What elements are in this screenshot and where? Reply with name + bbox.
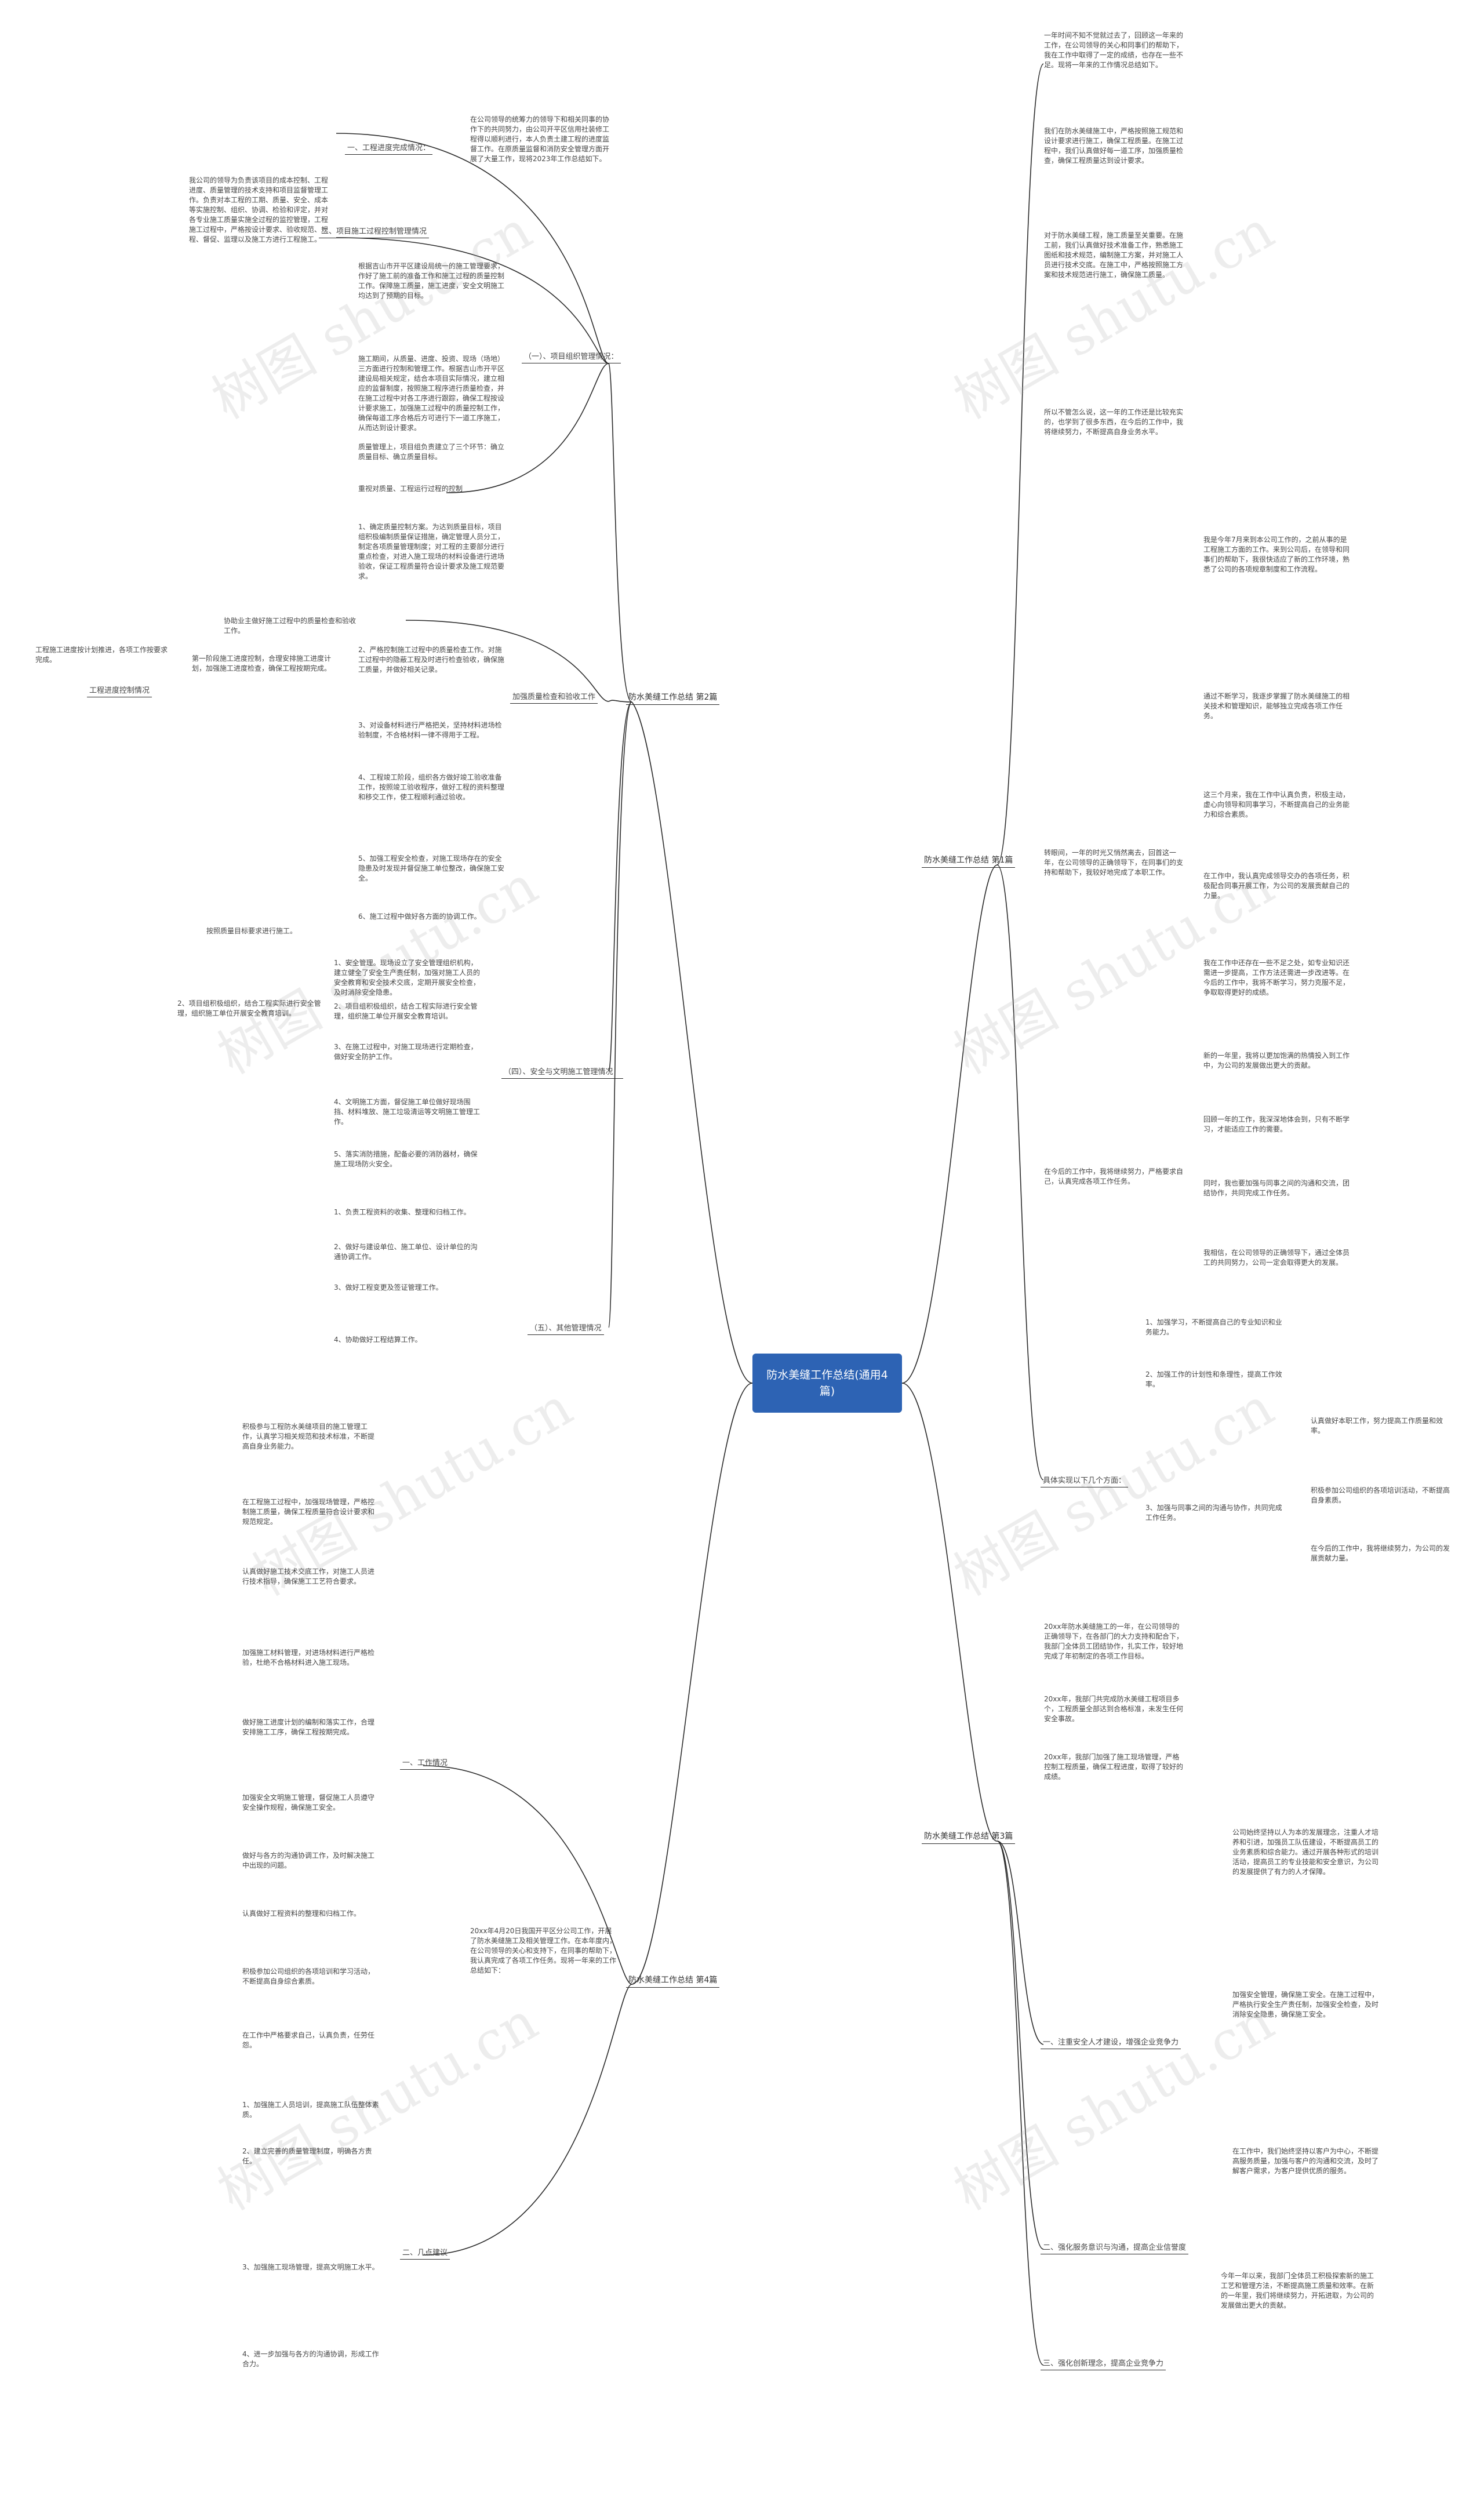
- plan-extra-3: 在今后的工作中，我将继续努力，为公司的发展贡献力量。: [1311, 1544, 1450, 1562]
- work-item-4: 加强施工材料管理，对进场材料进行严格检验，杜绝不合格材料进入施工现场。: [242, 1649, 375, 1667]
- branch-1-note-9: 转眼间，一年的时光又悄然离去，回首这一年，在公司领导的正确领导下，在同事们的支持…: [1044, 849, 1184, 876]
- work-item-1: 积极参与工程防水美缝项目的施工管理工作，认真学习相关规范和技术标准，不断提高自身…: [242, 1423, 375, 1450]
- branch-4-intro: 20xx年4月20日我国开平区分公司工作，开展了防水美缝施工及相关管理工作。在本…: [470, 1927, 617, 1974]
- safety-item-4: 4、文明施工方面，督促施工单位做好现场围挡、材料堆放、施工垃圾清运等文明施工管理…: [334, 1098, 481, 1126]
- branch-3-note-3: 20xx年，我部门加强了施工现场管理，严格控制工程质量，确保工程进度，取得了较好…: [1044, 1753, 1184, 1781]
- suggestion-item-2: 2、建立完善的质量管理制度，明确各方责任。: [242, 2147, 372, 2165]
- innovation-text: 今年一年以来，我部门全体员工积极探索新的施工工艺和管理方法，不断提高施工质量和效…: [1221, 2272, 1374, 2309]
- schedule-text: 第一阶段施工进度控制，合理安排施工进度计划，加强施工进度检查，确保工程按期完成。: [192, 654, 332, 672]
- root-node[interactable]: 防水美缝工作总结(通用4篇): [752, 1354, 902, 1413]
- branch-1-note-3: 对于防水美缝工程，施工质量至关重要。在施工前，我们认真做好技术准备工作，熟悉施工…: [1044, 231, 1184, 279]
- plan-item-2: 2、加强工作的计划性和条理性，提高工作效率。: [1145, 1370, 1282, 1388]
- branch-3-label[interactable]: 防水美缝工作总结 第3篇: [922, 1830, 1016, 1844]
- plan-extra-2: 积极参加公司组织的各项培训活动，不断提高自身素质。: [1311, 1486, 1450, 1504]
- other-item-4: 4、协助做好工程结算工作。: [334, 1336, 422, 1344]
- talent-text-2: 加强安全管理，确保施工安全。在施工过程中，严格执行安全生产责任制，加强安全检查，…: [1232, 1991, 1379, 2018]
- branch-1-note-8: 在工作中，我认真完成领导交办的各项任务，积极配合同事开展工作，为公司的发展贡献自…: [1203, 872, 1350, 900]
- branch-1-note-11: 新的一年里，我将以更加饱满的热情投入到工作中，为公司的发展做出更大的贡献。: [1203, 1052, 1350, 1070]
- work-item-8: 认真做好工程资料的整理和归档工作。: [242, 1909, 361, 1918]
- branch-1-note-12: 回顾一年的工作，我深深地体会到，只有不断学习，才能适应工作的需要。: [1203, 1115, 1350, 1133]
- work-item-3: 认真做好施工技术交底工作，对施工人员进行技术指导，确保施工工艺符合要求。: [242, 1567, 375, 1585]
- safety-item-3: 3、在施工过程中，对施工现场进行定期检查，做好安全防护工作。: [334, 1043, 478, 1061]
- branch-1-note-2: 我们在防水美缝施工中，严格按照施工规范和设计要求进行施工，确保工程质量。在施工过…: [1044, 127, 1184, 165]
- root-title: 防水美缝工作总结(通用4篇): [766, 1369, 888, 1398]
- safety-side-note: 2、项目组积极组织，结合工程实际进行安全管理，组织施工单位开展安全教育培训。: [177, 999, 321, 1017]
- rule-item-4: 4、工程竣工阶段，组织各方做好竣工验收准备工作，按照竣工验收程序，做好工程的资料…: [358, 773, 505, 801]
- work-item-2: 在工程施工过程中，加强现场管理，严格控制施工质量，确保工程质量符合设计要求和规范…: [242, 1498, 375, 1526]
- plan-label[interactable]: 具体实现以下几个方面：: [1041, 1474, 1129, 1487]
- branch-1-note-10: 我在工作中还存在一些不足之处，如专业知识还需进一步提高，工作方法还需进一步改进等…: [1203, 959, 1350, 996]
- branch-1-note-6: 通过不断学习，我逐步掌握了防水美缝施工的相关技术和管理知识，能够独立完成各项工作…: [1203, 692, 1350, 720]
- talent-label[interactable]: 一、注重安全人才建设，增强企业竞争力: [1041, 2036, 1181, 2049]
- safety-item-2: 2、项目组积极组织，结合工程实际进行安全管理，组织施工单位开展安全教育培训。: [334, 1002, 478, 1020]
- progress-section-text: 我公司的领导为负责该项目的成本控制、工程进度、质量管理的技术支持和项目监督管理工…: [189, 176, 329, 243]
- work-item-5: 做好施工进度计划的编制和落实工作，合理安排施工工序，确保工程按期完成。: [242, 1718, 375, 1736]
- suggestion-item-3: 3、加强施工现场管理，提高文明施工水平。: [242, 2263, 379, 2271]
- work-item-10: 在工作中严格要求自己，认真负责，任劳任怨。: [242, 2031, 375, 2049]
- safety-item-5: 5、落实消防措施，配备必要的消防器材，确保施工现场防火安全。: [334, 1150, 478, 1168]
- suggestion-item-4: 4、进一步加强与各方的沟通协调，形成工作合力。: [242, 2350, 379, 2368]
- work-item-7: 做好与各方的沟通协调工作，及时解决施工中出现的问题。: [242, 1851, 375, 1869]
- plan-item-3: 3、加强与同事之间的沟通与协作，共同完成工作任务。: [1145, 1504, 1282, 1522]
- rule-item-1: 1、确定质量控制方案。为达到质量目标，项目组积极编制质量保证措施，确定管理人员分…: [358, 523, 505, 580]
- plan-extra-1: 认真做好本职工作，努力提高工作质量和效率。: [1311, 1417, 1443, 1435]
- rule-item-2: 2、严格控制施工过程中的质量检查工作。对施工过程中的隐蔽工程及时进行检查验收，确…: [358, 646, 505, 674]
- process-rule-text: 重视对质量、工程运行过程的控制: [358, 485, 463, 493]
- acceptance-label[interactable]: 加强质量检查和验收工作: [510, 690, 598, 704]
- safety-item-1: 1、安全管理。现场设立了安全管理组织机构，建立健全了安全生产责任制，加强对施工人…: [334, 959, 481, 996]
- branch-1-note-5: 我是今年7月来到本公司工作的，之前从事的是工程施工方面的工作。来到公司后，在领导…: [1203, 536, 1350, 573]
- safety-label[interactable]: （四）、安全与文明施工管理情况：: [501, 1065, 623, 1079]
- other-item-1: 1、负责工程资料的收集、整理和归档工作。: [334, 1208, 471, 1216]
- service-text: 在工作中，我们始终坚持以客户为中心，不断提高服务质量，加强与客户的沟通和交流，及…: [1232, 2147, 1379, 2175]
- other-item-3: 3、做好工程变更及签证管理工作。: [334, 1283, 443, 1292]
- rule-item-6: 6、施工过程中做好各方面的协调工作。: [358, 912, 481, 921]
- work-item-9: 积极参加公司组织的各项培训和学习活动，不断提高自身综合素质。: [242, 1967, 375, 1985]
- suggestion-label[interactable]: 二、几点建议: [400, 2246, 450, 2260]
- other-item-2: 2、做好与建设单位、施工单位、设计单位的沟通协调工作。: [334, 1243, 478, 1261]
- branch-1-label[interactable]: 防水美缝工作总结 第1篇: [922, 854, 1016, 868]
- process-section-label[interactable]: 二、项目施工过程控制管理情况: [319, 225, 430, 238]
- rule-item-1b: 协助业主做好施工过程中的质量检查和验收工作。: [224, 617, 357, 635]
- schedule-label[interactable]: 工程进度控制情况: [87, 684, 152, 697]
- plan-item-1: 1、加强学习，不断提高自己的专业知识和业务能力。: [1145, 1318, 1282, 1336]
- service-label[interactable]: 二、强化服务意识与沟通，提高企业信誉度: [1041, 2241, 1189, 2254]
- progress-section-label[interactable]: 一、工程进度完成情况：: [345, 141, 433, 155]
- talent-text: 公司始终坚持以人为本的发展理念，注重人才培养和引进，加强员工队伍建设，不断提高员…: [1232, 1828, 1379, 1876]
- branch-1-note-14: 同时，我也要加强与同事之间的沟通和交流，团结协作，共同完成工作任务。: [1203, 1179, 1350, 1197]
- process-section-text: 根据吉山市开平区建设局统一的施工管理要求，作好了施工前的准备工作和施工过程的质量…: [358, 262, 505, 300]
- innovation-label[interactable]: 三、强化创新理念，提高企业竞争力: [1041, 2357, 1166, 2370]
- branch-3-note-1: 20xx年防水美缝施工的一年，在公司领导的正确领导下，在各部门的大力支持和配合下…: [1044, 1623, 1184, 1660]
- branch-2-label[interactable]: 防水美缝工作总结 第2篇: [626, 691, 720, 705]
- suggestion-item-1: 1、加强施工人员培训，提高施工队伍整体素质。: [242, 2101, 379, 2119]
- branch-4-label[interactable]: 防水美缝工作总结 第4篇: [626, 1974, 720, 1988]
- branch-1-note-15: 我相信，在公司领导的正确领导下，通过全体员工的共同努力，公司一定会取得更大的发展…: [1203, 1249, 1350, 1267]
- branch-3-note-2: 20xx年，我部门共完成防水美缝工程项目多个，工程质量全部达到合格标准，未发生任…: [1044, 1695, 1184, 1723]
- project-management-label[interactable]: （一）、项目组织管理情况：: [522, 350, 621, 363]
- branch-1-note-13: 在今后的工作中，我将继续努力，严格要求自己，认真完成各项工作任务。: [1044, 1167, 1184, 1185]
- other-label[interactable]: （五）、其他管理情况: [528, 1322, 604, 1335]
- rule-item-5: 5、加强工程安全检查，对施工现场存在的安全隐患及时发现并督促施工单位整改，确保施…: [358, 854, 505, 882]
- work-item-6: 加强安全文明施工管理，督促施工人员遵守安全操作规程，确保施工安全。: [242, 1794, 375, 1811]
- branch-2-intro: 在公司领导的统筹力的领导下和相关同事的协作下的共同努力，由公司开平区信用社装修工…: [470, 115, 610, 163]
- branch-1-note-7: 这三个月来，我在工作中认真负责，积极主动，虚心向领导和同事学习，不断提高自己的业…: [1203, 791, 1350, 819]
- quality-goal-text: 质量管理上，项目组负责建立了三个环节：确立质量目标、确立质量目标。: [358, 443, 505, 461]
- side-note: 按照质量目标要求进行施工。: [206, 927, 297, 935]
- work-status-label[interactable]: 一、工作情况: [400, 1756, 450, 1770]
- branch-1-note-1: 一年时间不知不觉就过去了，回顾这一年来的工作，在公司领导的关心和同事们的帮助下，…: [1044, 31, 1184, 69]
- quality-control-text: 施工期间，从质量、进度、投资、现场（场地）三方面进行控制和管理工作。根据吉山市开…: [358, 355, 505, 432]
- branch-1-note-4: 所以不管怎么说，这一年的工作还是比较充实的，也学到了很多东西，在今后的工作中，我…: [1044, 408, 1184, 436]
- sidebar-text: 工程施工进度按计划推进，各项工作按要求完成。: [35, 646, 168, 664]
- rule-item-3: 3、对设备材料进行严格把关，坚持材料进场检验制度，不合格材料一律不得用于工程。: [358, 721, 502, 739]
